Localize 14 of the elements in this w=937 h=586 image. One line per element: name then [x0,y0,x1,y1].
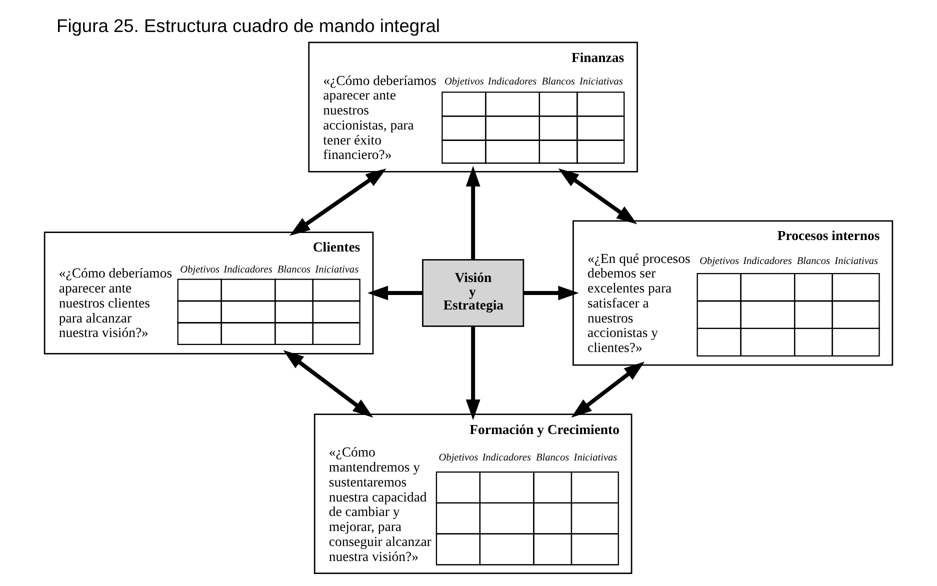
arrow [367,286,422,300]
arrow [466,326,480,420]
node-box: Procesos internos «¿En qué procesos debemos ser excelentes para satisfacer a nuestros accionistas y clientes?» Objetivos Indicadores Blancos Iniciativas [572,220,894,366]
arrow [558,168,638,224]
arrow [571,362,645,418]
node-box: Clientes «¿Cómo deberíamos aparecer ante nuestros clientes para alcanzar nuestra visión?» Objetivos Indicadores Blancos Iniciativas [44,232,374,354]
arrow [290,168,386,236]
arrow [466,166,480,260]
node-box: Visión y Estrategia [422,259,524,327]
node-box: Finanzas «¿Cómo deberíamos aparecer ante nuestros accionistas, para tener éxito financiero?» Objetivos Indicadores Blancos Iniciativas [308,42,638,172]
node-box: Formación y Crecimiento «¿Cómo mantendremos y sustentaremos nuestra capacidad de cambiar y mejorar, para conseguir alcanzar nuestra visión?» Objetivos Indicadores Blancos Iniciativas [314,414,632,574]
arrow [283,350,374,418]
arrow [524,286,579,300]
diagram-title: Figura 25. Estructura cuadro de mando integral [56,14,440,36]
